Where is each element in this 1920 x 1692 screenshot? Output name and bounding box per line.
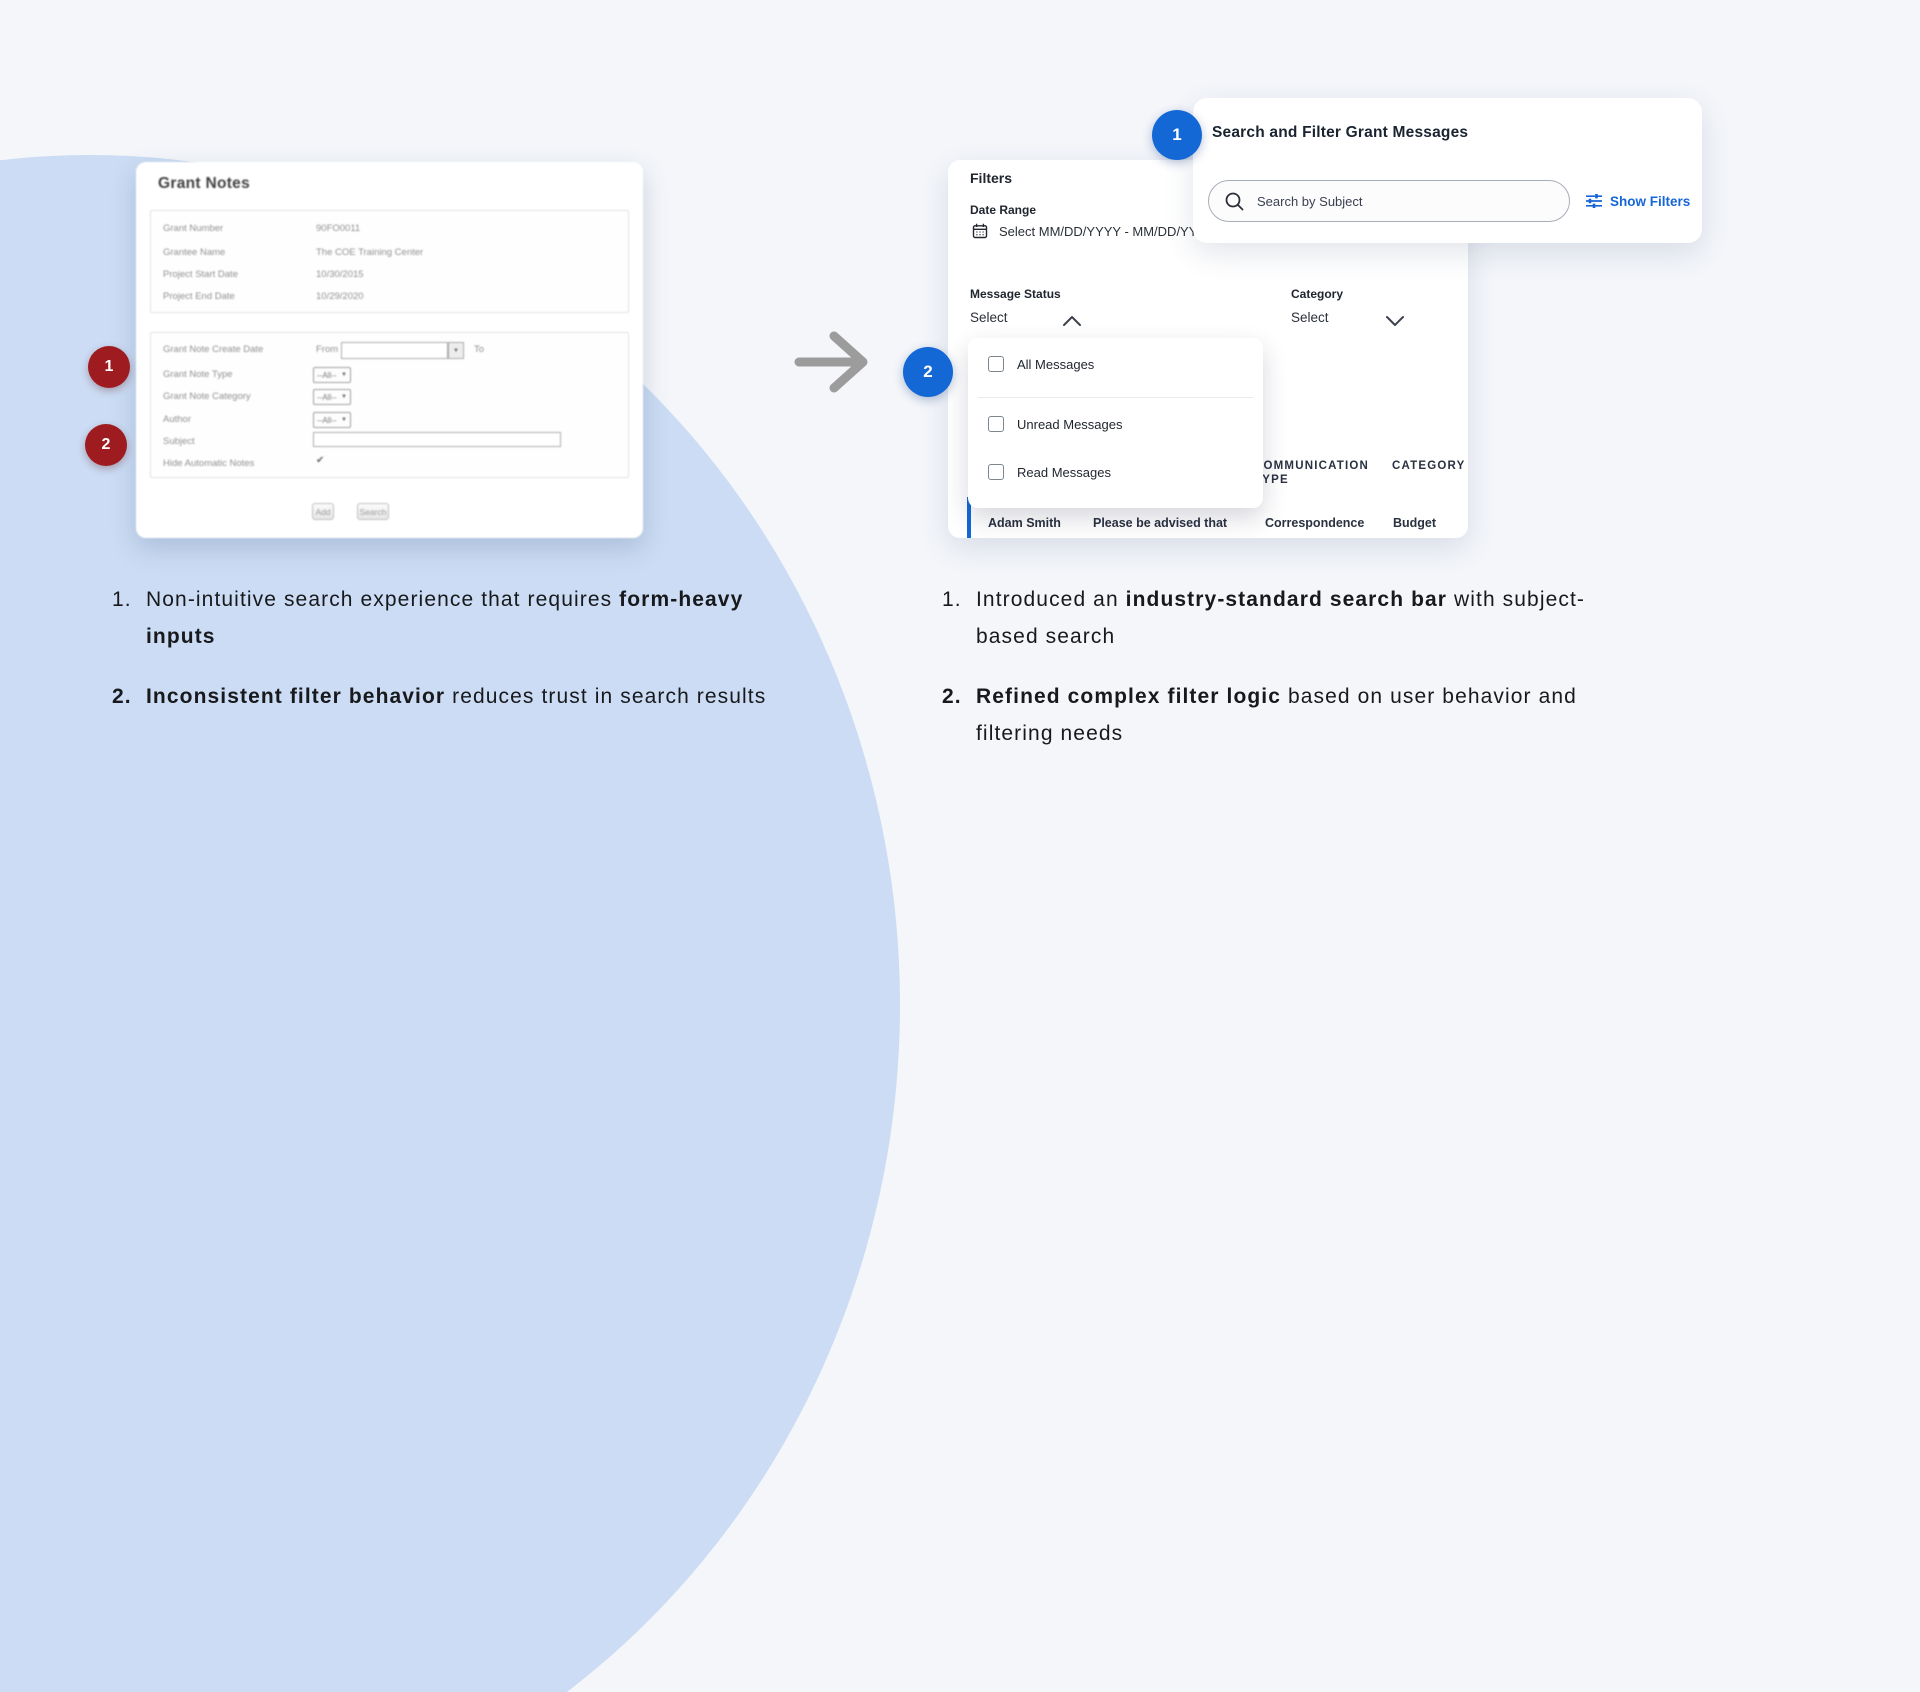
grantee-name-label: Grantee Name <box>163 247 226 258</box>
search-input[interactable]: Search by Subject <box>1208 180 1570 222</box>
option-read-messages[interactable]: Read Messages <box>988 464 1111 480</box>
select-arrow-icon: ▼ <box>341 372 347 378</box>
checkbox-read-messages[interactable] <box>988 464 1004 480</box>
option-label: Unread Messages <box>1017 416 1123 432</box>
note-type-select[interactable]: --All-- ▼ <box>313 367 351 383</box>
dropdown-divider <box>978 397 1253 398</box>
date-range-value: Select MM/DD/YYYY - MM/DD/YYYY <box>999 223 1215 239</box>
project-start-label: Project Start Date <box>163 269 238 280</box>
date-range-picker[interactable]: Select MM/DD/YYYY - MM/DD/YYYY <box>972 223 1215 239</box>
filters-title: Filters <box>970 170 1013 186</box>
dropdown-arrow-icon: ▼ <box>453 347 459 354</box>
create-date-label: Grant Note Create Date <box>163 344 264 355</box>
old-ui-callouts: 1. Non-intuitive search experience that … <box>112 581 767 738</box>
column-header-communication-type: COMMUNICATION TYPE <box>1254 460 1370 486</box>
search-button[interactable]: Search <box>357 503 389 520</box>
author-value: --All-- <box>317 415 337 425</box>
row-subject[interactable]: Please be advised that <box>1093 516 1228 530</box>
note-category-select[interactable]: --All-- ▼ <box>313 389 351 405</box>
chevron-down-icon[interactable] <box>1385 314 1405 332</box>
callout-item: 2. Inconsistent filter behavior reduces … <box>112 678 767 715</box>
callout-text: Non-intuitive search experience that req… <box>146 588 744 648</box>
callout-item: 1. Non-intuitive search experience that … <box>112 581 767 655</box>
option-label: Read Messages <box>1017 464 1111 480</box>
subject-label: Subject <box>163 436 195 447</box>
show-filters-button[interactable]: Show Filters <box>1585 180 1690 222</box>
note-search-fieldset: Grant Note Create Date From ▼ To Grant N… <box>150 332 629 478</box>
message-status-label: Message Status <box>970 287 1061 301</box>
calendar-icon <box>972 223 988 239</box>
annotation-new-1: 1 <box>1152 110 1202 160</box>
select-arrow-icon: ▼ <box>341 417 347 423</box>
column-header-category: CATEGORY <box>1392 460 1466 472</box>
filter-sliders-icon <box>1586 194 1602 208</box>
category-label: Category <box>1291 287 1344 301</box>
from-label: From <box>316 344 339 355</box>
row-selected-bar <box>967 497 971 538</box>
callout-item: 2. Refined complex filter logic based on… <box>942 678 1642 752</box>
grant-notes-card: Grant Notes Grant Number 90FO0011 Grante… <box>136 162 643 538</box>
chevron-up-icon[interactable] <box>1062 314 1082 332</box>
option-unread-messages[interactable]: Unread Messages <box>988 416 1123 432</box>
select-arrow-icon: ▼ <box>341 394 347 400</box>
callout-text: Inconsistent filter behavior reduces tru… <box>146 685 767 708</box>
project-end-value: 10/29/2020 <box>316 291 364 302</box>
search-card-headline: Search and Filter Grant Messages <box>1212 124 1469 141</box>
callout-number: 1. <box>942 588 962 611</box>
date-from-input[interactable] <box>341 342 448 359</box>
show-filters-label: Show Filters <box>1610 193 1691 209</box>
subject-input[interactable] <box>313 432 561 447</box>
row-communication-type[interactable]: Correspondence <box>1265 516 1365 530</box>
callout-item: 1. Introduced an industry-standard searc… <box>942 581 1642 655</box>
callout-text: Refined complex filter logic based on us… <box>976 685 1577 745</box>
note-type-label: Grant Note Type <box>163 369 233 380</box>
option-label: All Messages <box>1017 356 1095 372</box>
annotation-old-1: 1 <box>88 346 130 388</box>
row-category[interactable]: Budget <box>1393 516 1437 530</box>
project-end-label: Project End Date <box>163 291 235 302</box>
callout-text: Introduced an industry-standard search b… <box>976 588 1586 648</box>
author-select[interactable]: --All-- ▼ <box>313 412 351 428</box>
checkbox-all-messages[interactable] <box>988 356 1004 372</box>
add-button[interactable]: Add <box>312 503 334 520</box>
hide-notes-checkbox[interactable]: ✔ <box>316 455 325 466</box>
search-card: Search and Filter Grant Messages Search … <box>1193 98 1702 243</box>
new-ui-callouts: 1. Introduced an industry-standard searc… <box>942 581 1642 775</box>
option-all-messages[interactable]: All Messages <box>988 356 1094 372</box>
date-picker-button[interactable]: ▼ <box>448 342 464 359</box>
annotation-new-2: 2 <box>903 347 953 397</box>
callout-number: 2. <box>112 685 132 708</box>
search-placeholder: Search by Subject <box>1257 193 1363 209</box>
note-category-label: Grant Note Category <box>163 391 251 402</box>
search-icon <box>1225 192 1244 210</box>
project-start-value: 10/30/2015 <box>316 269 364 280</box>
grantee-name-value: The COE Training Center <box>316 247 424 258</box>
grant-number-value: 90FO0011 <box>316 223 361 234</box>
transition-arrow-icon <box>790 327 875 402</box>
to-label: To <box>474 344 485 355</box>
author-label: Author <box>163 414 191 425</box>
checkbox-unread-messages[interactable] <box>988 416 1004 432</box>
callout-number: 1. <box>112 588 132 611</box>
row-author[interactable]: Adam Smith <box>988 516 1061 530</box>
grant-notes-title: Grant Notes <box>158 175 251 192</box>
message-status-dropdown: All Messages Unread Messages Read Messag… <box>968 338 1263 508</box>
callout-number: 2. <box>942 685 962 708</box>
grant-number-label: Grant Number <box>163 223 224 234</box>
category-select[interactable]: Select <box>1291 310 1329 325</box>
message-status-select[interactable]: Select <box>970 310 1008 325</box>
date-range-label: Date Range <box>970 203 1037 217</box>
grant-info-fieldset: Grant Number 90FO0011 Grantee Name The C… <box>150 210 629 313</box>
note-type-value: --All-- <box>317 370 337 380</box>
annotation-old-2: 2 <box>85 424 127 466</box>
note-category-value: --All-- <box>317 392 337 402</box>
hide-notes-label: Hide Automatic Notes <box>163 458 255 469</box>
